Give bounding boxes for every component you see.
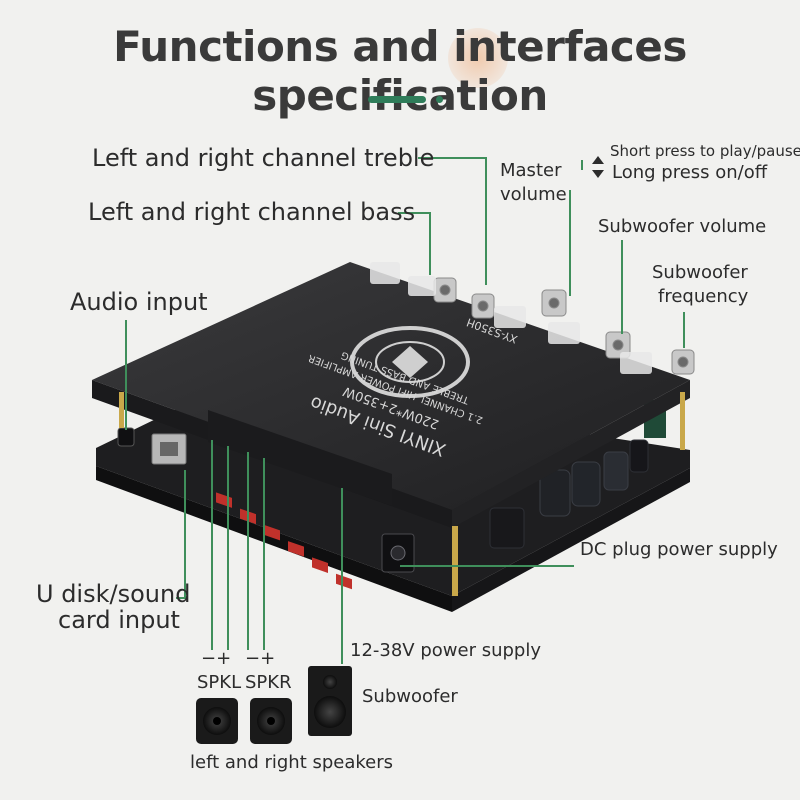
title-underline (368, 96, 426, 103)
label-spkl: SPKL (197, 672, 242, 693)
label-spkr-polarity: −+ (245, 648, 276, 669)
knobs (433, 277, 695, 375)
standoffs (119, 392, 685, 596)
master-volume-knob (541, 289, 567, 317)
board-logo (350, 326, 470, 398)
label-left-right-speakers: left and right speakers (190, 752, 394, 773)
right-speaker (250, 698, 292, 744)
label-master-volume-2: volume (500, 184, 567, 205)
label-subwoofer-volume: Subwoofer volume (598, 216, 767, 237)
down-arrow-icon (592, 170, 604, 178)
label-master-volume-1: Master (500, 160, 562, 181)
label-subwoofer-frequency-1: Subwoofer (652, 262, 748, 283)
knob-stickers (370, 262, 652, 374)
label-power-supply: 12-38V power supply (350, 640, 541, 661)
label-treble: Left and right channel treble (92, 144, 435, 172)
label-spkl-polarity: −+ (201, 648, 232, 669)
treble-knob (433, 277, 457, 303)
bass-knob (471, 293, 495, 319)
label-u-disk-2: card input (58, 606, 180, 634)
label-audio-input: Audio input (70, 288, 208, 316)
label-long-press: Long press on/off (612, 162, 768, 183)
label-u-disk-1: U disk/sound (36, 580, 191, 608)
audio-jack (117, 427, 135, 447)
label-dc-plug: DC plug power supply (580, 539, 778, 560)
subwoofer-frequency-knob (671, 349, 695, 375)
label-subwoofer-frequency-2: frequency (658, 286, 749, 307)
leader-lines (125, 157, 685, 664)
label-spkr: SPKR (245, 672, 292, 693)
subwoofer-speaker (308, 666, 352, 736)
title-highlight (448, 28, 508, 88)
up-arrow-icon (592, 156, 604, 164)
page-title: Functions and interfaces specification (113, 22, 687, 120)
left-speaker (196, 698, 238, 744)
label-bass: Left and right channel bass (88, 198, 416, 226)
title-underline-dot (436, 96, 443, 103)
label-play-pause: Short press to play/pause (610, 142, 800, 160)
label-subwoofer: Subwoofer (362, 686, 458, 707)
subwoofer-volume-knob (605, 331, 631, 359)
pcb-top-layer: XINYI Sini Audio 220W*2+350W 2.1 CHANNEL… (92, 262, 695, 590)
